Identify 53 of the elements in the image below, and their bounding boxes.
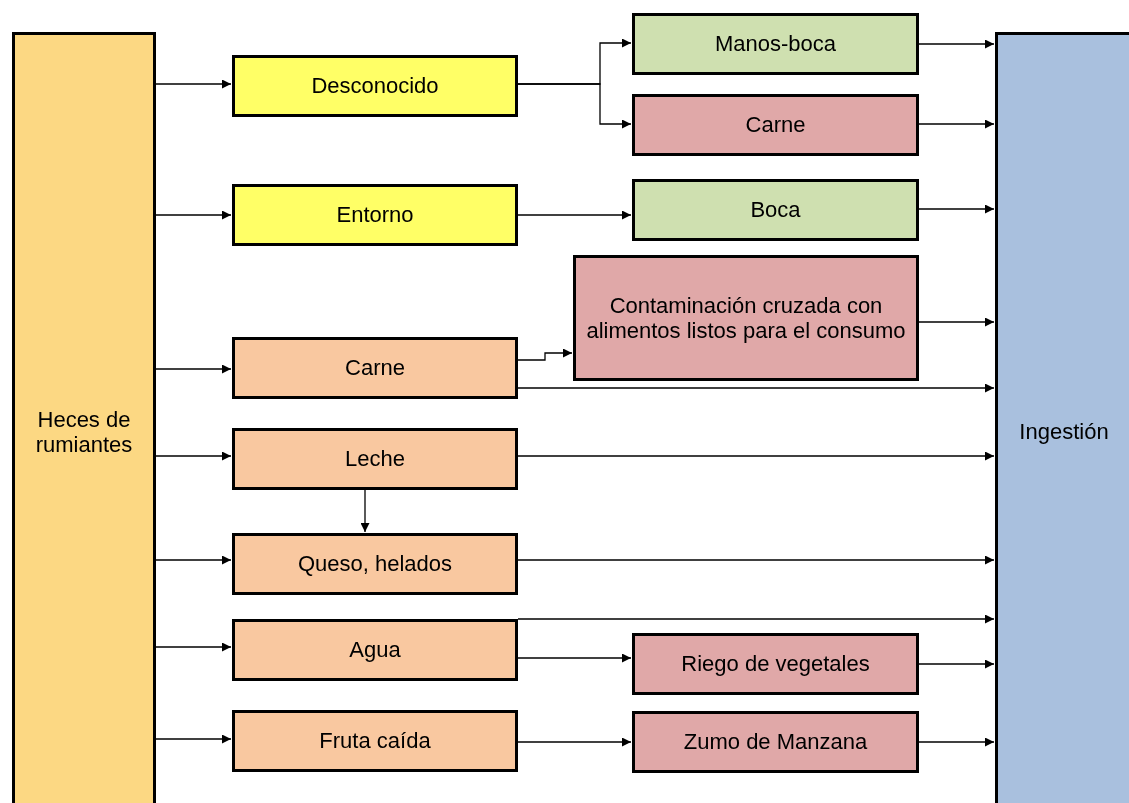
process-box xyxy=(632,179,919,241)
arrow xyxy=(517,737,632,747)
arrow xyxy=(918,204,995,214)
process-box xyxy=(232,619,518,681)
node-label: Ingestión xyxy=(1019,419,1109,445)
node-label: Zumo de Manzana xyxy=(683,729,868,755)
node-label: Carne xyxy=(745,112,806,138)
process-box xyxy=(232,533,518,595)
arrow xyxy=(360,489,370,533)
node-label: Carne xyxy=(345,355,405,381)
arrow xyxy=(155,555,232,565)
node-label: Desconocido xyxy=(311,73,439,99)
arrow xyxy=(155,642,232,652)
arrow xyxy=(918,119,995,129)
arrow xyxy=(918,317,995,327)
node-label: Heces de rumiantes xyxy=(34,406,134,458)
process-box xyxy=(12,32,156,803)
process-box xyxy=(632,94,919,156)
node-label: Agua xyxy=(349,637,401,663)
process-box xyxy=(632,13,919,75)
node-label: Boca xyxy=(750,197,801,223)
process-box xyxy=(232,428,518,490)
node-label: Contaminación cruzada con alimentos listos para el consumo xyxy=(585,292,907,344)
arrow xyxy=(517,348,573,361)
process-box xyxy=(232,55,518,117)
arrow xyxy=(155,210,232,220)
process-box xyxy=(995,32,1129,803)
process-box xyxy=(232,184,518,246)
node-label: Entorno xyxy=(336,202,414,228)
process-box xyxy=(232,337,518,399)
arrow xyxy=(517,451,995,461)
arrow xyxy=(155,79,232,89)
arrow xyxy=(155,734,232,744)
node-label: Riego de vegetales xyxy=(681,651,870,677)
process-box xyxy=(573,255,919,381)
arrow xyxy=(517,614,995,624)
node-label: Manos-boca xyxy=(714,31,837,57)
node-label: Queso, helados xyxy=(297,551,453,577)
process-box xyxy=(632,633,919,695)
arrow xyxy=(918,39,995,49)
arrow xyxy=(517,653,632,663)
arrow xyxy=(155,364,232,374)
arrow xyxy=(155,451,232,461)
arrow xyxy=(918,737,995,747)
node-label: Leche xyxy=(345,446,405,472)
arrow xyxy=(517,383,995,393)
arrow xyxy=(517,555,995,565)
process-box xyxy=(632,711,919,773)
arrow xyxy=(517,83,632,129)
process-box xyxy=(232,710,518,772)
arrow xyxy=(918,659,995,669)
arrow xyxy=(517,210,632,220)
node-label: Fruta caída xyxy=(319,728,431,754)
